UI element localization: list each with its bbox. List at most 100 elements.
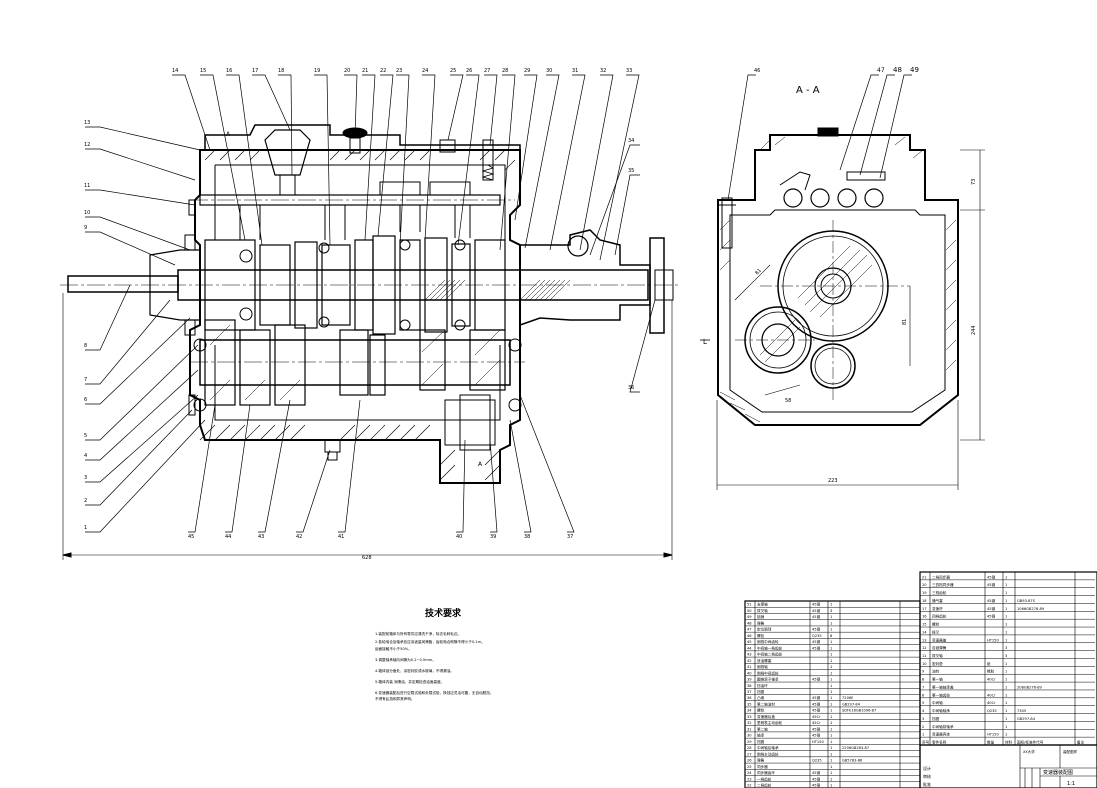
section-aa-texts: A - A 46 47 48 49 L 73 244 223 81 81 58 [703,66,977,484]
parts-cell-name: 三档齿轮 [932,590,947,595]
parts-cell-no: 34 [747,709,752,713]
parts-cell-mat: 40Cr [987,693,996,697]
parts-cell-name: 锁销 [757,614,765,619]
parts-header-std: 国标/标准件代号 [1017,740,1044,745]
parts-cell-name: 第一轴齿轮 [932,692,950,697]
parts-cell-name: 螺栓 [932,622,940,627]
parts-cell-no: 42 [747,659,752,663]
parts-cell-qty: 1 [830,740,832,744]
dimension-223: 223 [828,478,838,484]
parts-cell-name: 密封垫 [932,661,943,666]
parts-cell-no: 47 [747,628,752,632]
parts-cell-mat: 45钢 [812,776,821,781]
parts-cell-name: 挡油环 [757,683,768,688]
callout: 43 [258,534,264,540]
parts-cell-name: 弹簧 [757,758,765,763]
callout: 17 [252,68,258,74]
parts-cell-name: 二档齿轮 [757,783,772,788]
parts-cell-no: 41 [747,665,752,669]
note-line: 4.箱体剖分面处，涂密封胶或水玻璃，不得漏油。 [375,668,454,673]
parts-cell-name: 支撑轴 [757,602,768,607]
parts-cell-qty: 8 [830,634,833,638]
parts-cell-name: 倒档中间齿轮 [757,670,779,675]
tb-drawing-name: 装配图样 [1063,749,1078,754]
parts-header-mat: 材料 [1005,740,1013,745]
parts-cell-qty: 1 [830,653,832,657]
callout: 48 [893,66,902,74]
parts-cell-no: 6 [922,693,925,697]
parts-cell-no: 16 [922,615,927,619]
parts-cell-no: 21 [922,575,927,579]
parts-cell-std: 7305 [1017,709,1026,713]
note-line: 不得有乱挡和异常声响。 [375,696,415,701]
parts-cell-no: 4 [922,709,925,713]
parts-cell-no: 10 [922,662,927,666]
parts-cell-mat: Q235 [812,634,822,638]
parts-cell-name: 第二轴 [757,726,768,731]
parts-cell-mat: 45钢 [812,701,821,706]
parts-cell-mat: HT150 [987,733,999,737]
parts-cell-qty: 1 [1005,693,1007,697]
parts-cell-qty: 1 [830,746,832,750]
parts-cell-no: 7 [922,685,924,689]
callout: 34 [628,138,634,144]
parts-cell-no: 50 [747,609,752,613]
dimension-58: 58 [785,398,791,404]
parts-cell-no: 38 [747,684,752,688]
parts-cell-no: 35 [747,702,752,706]
callout: 5 [84,433,87,439]
parts-cell-name: 四档齿轮 [932,614,947,619]
parts-cell-std: SDFE16GB1096-87 [842,709,876,713]
parts-cell-qty: 1 [1005,662,1007,666]
parts-cell-no: 32 [747,721,752,725]
parts-cell-qty: 3 [830,609,832,613]
dimension-73: 73 [971,179,977,185]
parts-cell-name: 通气塞 [932,598,943,603]
parts-cell-qty: 1 [830,709,832,713]
parts-cell-name: 螺栓 [757,633,765,638]
parts-cell-mat: 45钢 [987,574,996,579]
parts-cell-qty: 1 [1005,638,1007,642]
callout: 47 [877,67,885,74]
callout: 28 [502,68,508,74]
parts-cell-mat: 45钢 [987,606,996,611]
parts-cell-name: 中间轴后轴承 [757,745,779,750]
parts-table-grid [744,571,1097,788]
callout: 23 [396,68,402,74]
parts-cell-qty: 1 [1005,615,1007,619]
parts-cell-mat: HT150 [812,740,824,744]
parts-cell-no: 18 [922,599,927,603]
parts-cell-mat: 45Cr [812,721,821,725]
notes-title: 技术要求 [425,607,462,619]
callout: 33 [626,68,632,74]
parts-cell-no: 23 [747,777,752,781]
parts-cell-name: 变速杆 [932,606,943,611]
parts-cell-name: 里程表主动齿轮 [757,720,783,725]
callout: 18 [278,68,284,74]
dimension-244: 244 [971,325,977,335]
parts-cell-no: 46 [747,634,752,638]
parts-cell-no: 20 [922,583,927,587]
parts-cell-name: 弹簧 [757,620,765,625]
parts-cell-qty: 1 [1005,685,1007,689]
parts-cell-std: 208GB276-89 [1017,685,1043,689]
callout: 37 [567,534,573,540]
technical-notes: 技术要求 1.装配前箱体与所有零件应清洗干净，除去毛刺毛边。 2.各轮啮合及轴承… [375,607,493,701]
parts-cell-qty: 1 [1005,701,1007,705]
parts-cell-mat: 45钢 [812,733,821,738]
parts-cell-mat: 45钢 [812,645,821,650]
parts-cell-qty: 1 [830,784,832,788]
callout: 4 [84,453,87,459]
parts-cell-qty: 1 [1005,733,1007,737]
parts-cell-name: 中间轴一档齿轮 [757,645,783,650]
callout: 30 [546,68,552,74]
parts-cell-qty: 1 [1005,717,1007,721]
callout: 20 [344,68,350,74]
callout: 45 [188,534,194,540]
parts-cell-name: 拨叉 [932,629,940,634]
parts-cell-std: 1066GB276-89 [1017,607,1045,611]
parts-cell-qty: 1 [830,759,832,763]
callout: 19 [314,68,320,74]
